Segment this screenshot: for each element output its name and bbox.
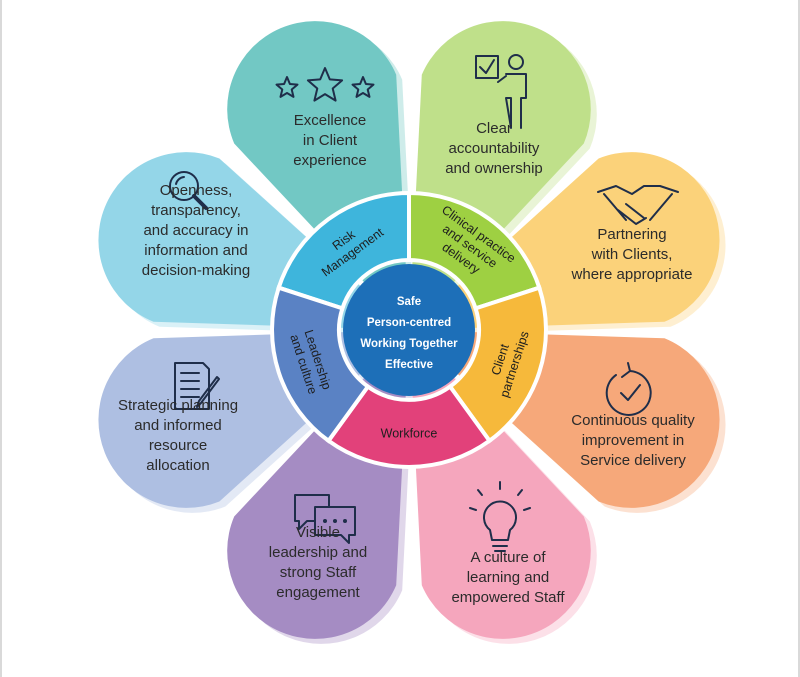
petal-label-line: in Client [303,132,358,149]
chat-bubbles-icon [294,494,356,544]
petal-label-line: Service delivery [580,452,686,469]
petal-label-line: decision-making [142,262,250,279]
petal-label-line: Excellence [294,112,367,129]
magnifier-icon [169,171,208,210]
petal-label-line: experience [293,152,366,169]
ring-label-line: Workforce [381,427,438,441]
petal-label-line: improvement in [582,432,685,449]
petal-label-line: and ownership [445,160,543,177]
center-line-1: Safe [397,296,421,308]
petal-label-line: learning and [467,569,550,586]
petal-label-line: and informed [134,417,222,434]
handshake-icon [597,185,679,225]
lightbulb-icon [469,481,531,552]
three-stars-icon [275,67,375,102]
petal-label-line: information and [144,242,247,259]
right-edge-rule [798,0,800,677]
petal-label-line: Openness, [160,182,233,199]
petal-label-line: empowered Staff [451,589,565,606]
petal-label-line: and accuracy in [143,222,248,239]
center-disc [343,264,475,396]
center-line-2: Person-centred [367,317,451,329]
ring-segment-shape [325,383,493,469]
petal-label-line: engagement [276,584,360,601]
petal-label-line: allocation [146,457,209,474]
ring-segment-workforce: Workforce [325,383,493,469]
petal-label-line: Visible [296,524,340,541]
petal-label-line: accountability [449,140,540,157]
petal-label-line: Strategic planning [118,397,238,414]
ring-segment-shape [276,190,411,311]
document-pen-icon [174,362,220,410]
person-checklist-icon [475,54,527,129]
refresh-check-icon [605,362,652,416]
petal-label-line: where appropriate [571,266,693,283]
petal-label-line: transparency, [151,202,241,219]
left-edge-rule [0,0,2,677]
petal-label-line: strong Staff [280,564,357,581]
petal-label-line: resource [149,437,207,454]
petal-label-line: Continuous quality [571,412,695,429]
ring-segment-shape [270,285,371,444]
petal-label-line: Clear [476,120,512,137]
center-line-4: Effective [385,359,433,371]
petal-label-line: A culture of [470,549,546,566]
center-line-3: Working Together [360,338,458,350]
ring-segment-shape [447,285,548,444]
center-circle: Safe Person-centred Working Together Eff… [343,264,475,396]
petal-label-line: leadership and [269,544,367,561]
ring-segment-shape [407,190,542,311]
petal-label-line: Partnering [597,226,666,243]
petal-label-line: with Clients, [591,246,673,263]
